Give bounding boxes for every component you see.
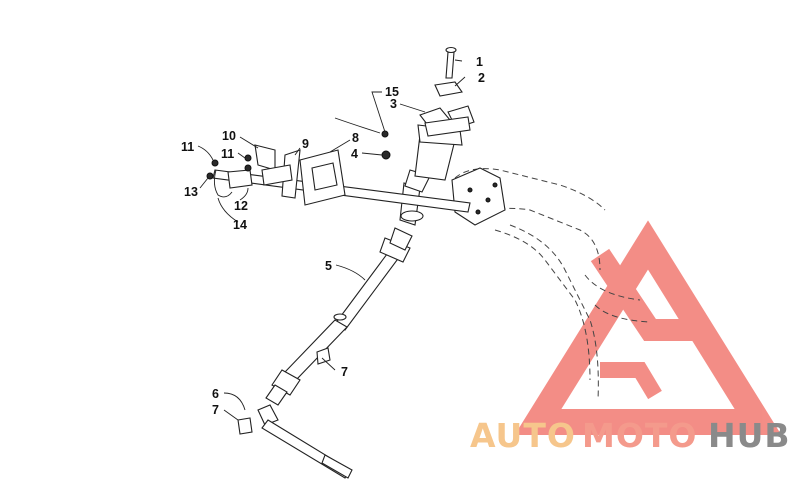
callout-1: 1 (476, 55, 483, 69)
leader-lines (197, 59, 466, 421)
callout-2: 2 (478, 71, 485, 85)
callout-4: 4 (351, 147, 358, 161)
handlebar-clamp (419, 46, 475, 137)
watermark-logo-icon (514, 220, 782, 435)
callout-11-right: 11 (221, 147, 234, 161)
callout-5: 5 (325, 259, 332, 273)
callout-9: 9 (302, 137, 309, 151)
callout-14: 14 (233, 218, 247, 232)
callout-8: 8 (352, 131, 359, 145)
watermark-auto: AUTO (470, 416, 576, 455)
callout-10: 10 (222, 129, 236, 143)
callout-7-lower: 7 (212, 403, 219, 417)
callout-13: 13 (184, 185, 198, 199)
callout-3: 3 (390, 97, 397, 111)
steering-shaft (265, 227, 413, 406)
callout-7-upper: 7 (341, 365, 348, 379)
lower-bushing (237, 347, 353, 479)
left-bracket-assembly (206, 144, 346, 206)
callout-12: 12 (234, 199, 248, 213)
callout-11-left: 11 (181, 140, 194, 154)
watermark-hub: HUB (708, 416, 791, 455)
watermark-moto: MOTO (582, 416, 697, 455)
callout-15: 15 (385, 85, 399, 99)
callout-6: 6 (212, 387, 219, 401)
nut-and-cable (334, 117, 391, 160)
